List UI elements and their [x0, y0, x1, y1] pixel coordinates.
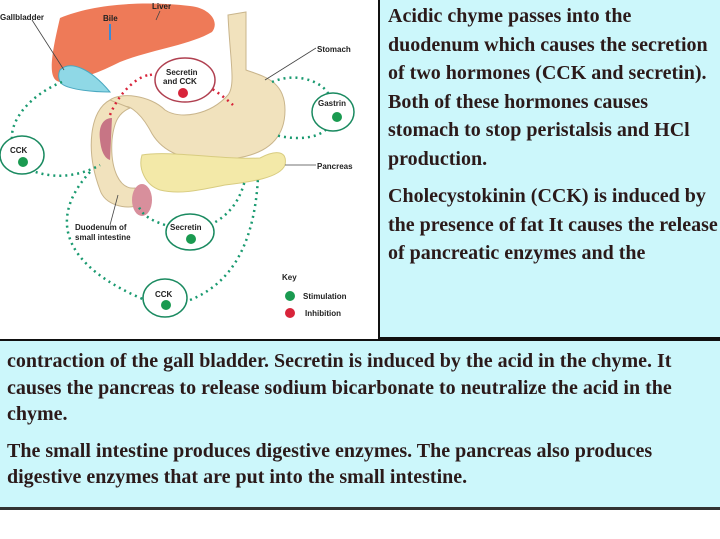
- cck-bottom-oval: [142, 278, 188, 318]
- label-gallbladder: Gallbladder: [0, 13, 44, 22]
- secretin-oval: [165, 213, 215, 251]
- cck-left-oval: [0, 135, 45, 175]
- label-cck-left: CCK: [10, 146, 28, 155]
- stimulation-pathways: [10, 76, 332, 302]
- digestive-hormone-diagram: Liver Gallbladder Bile Stomach Pancreas …: [0, 2, 355, 318]
- label-cck-bottom: CCK: [155, 290, 173, 299]
- right-paragraph-2: Cholecystokinin (CCK) is induced by the …: [388, 185, 718, 264]
- label-gastrin: Gastrin: [318, 99, 346, 108]
- inhibition-key-icon: [285, 308, 295, 318]
- gallbladder-illustration: [58, 65, 112, 93]
- label-secretin-cck-1: Secretin: [166, 68, 198, 77]
- pancreas-illustration: [140, 152, 286, 193]
- label-bile: Bile: [103, 14, 118, 23]
- plus-icons: [18, 112, 342, 310]
- secretin-cck-oval: [154, 57, 216, 103]
- gastrin-oval: [311, 92, 355, 132]
- key-inhibition: Inhibition: [305, 309, 341, 318]
- label-liver: Liver: [152, 2, 171, 11]
- liver-illustration: [51, 3, 215, 82]
- label-duodenum-2: small intestine: [75, 233, 131, 242]
- right-text-box: Acidic chyme passes into the duodenum wh…: [378, 0, 720, 339]
- duodenum-illustration: [90, 99, 141, 208]
- key-title: Key: [282, 273, 297, 282]
- stomach-illustration: [109, 11, 286, 161]
- key-stimulation: Stimulation: [303, 292, 347, 301]
- bottom-paragraph-1: contraction of the gall bladder. Secreti…: [7, 350, 672, 425]
- label-secretin-cck-2: and CCK: [163, 77, 197, 86]
- label-pancreas: Pancreas: [317, 162, 353, 171]
- right-paragraph-1: Acidic chyme passes into the duodenum wh…: [388, 5, 708, 170]
- label-secretin: Secretin: [170, 223, 202, 232]
- label-stomach: Stomach: [317, 45, 351, 54]
- bottom-text-box: contraction of the gall bladder. Secreti…: [0, 339, 720, 510]
- minus-icon: [178, 88, 188, 98]
- bottom-paragraph-2: The small intestine produces digestive e…: [7, 439, 653, 489]
- label-duodenum-1: Duodenum of: [75, 223, 127, 232]
